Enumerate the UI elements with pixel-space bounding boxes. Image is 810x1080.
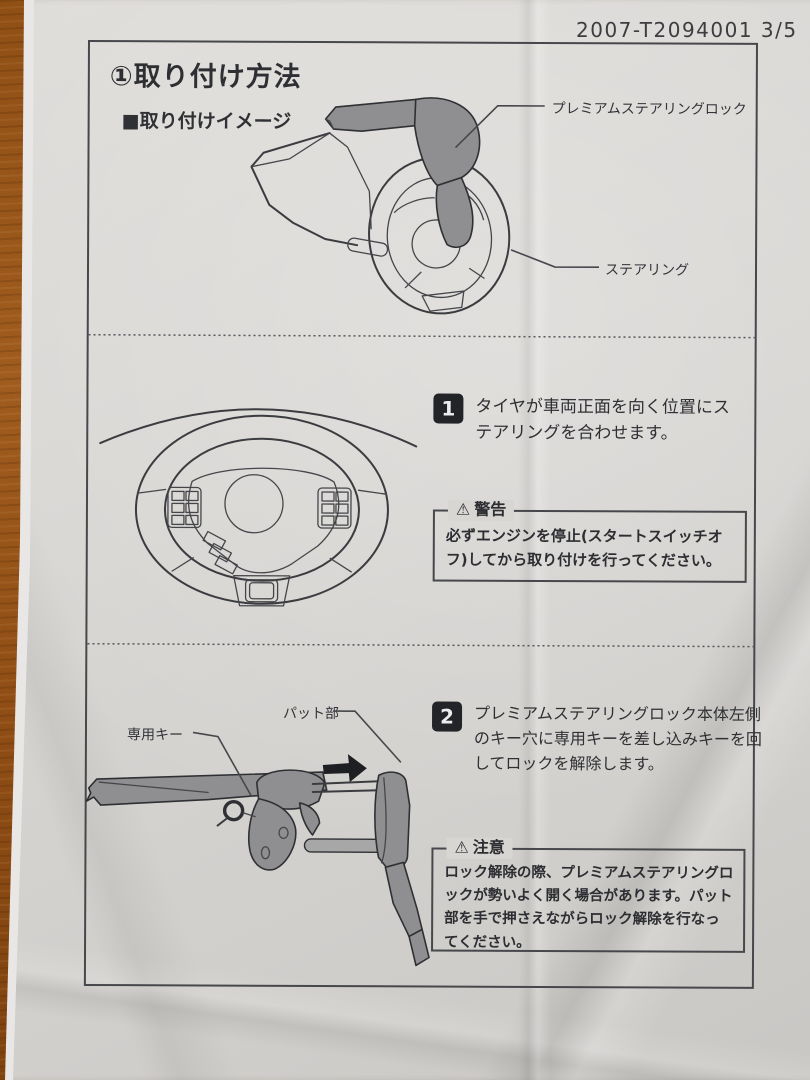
key-callout-label: 専用キー <box>126 727 184 744</box>
content-frame: ①取り付け方法 ■取り付けイメージ <box>83 40 762 989</box>
pad-callout-label: パット部 <box>283 705 340 723</box>
installation-image-drawing <box>250 97 511 315</box>
left-button-pod <box>167 486 202 529</box>
clamp-rail-bottom <box>303 838 388 853</box>
direction-arrow-icon <box>322 754 367 783</box>
pad-part <box>374 771 411 870</box>
warning-box: ⚠警告 必ずエンジンを停止(スタートスイッチオフ)してから取り付けを行ってくださ… <box>432 499 747 583</box>
steering-callout-label: ステアリング <box>604 262 690 279</box>
caution-icon: ⚠ <box>454 837 469 857</box>
warning-box-title: ⚠警告 <box>447 499 515 521</box>
dedicated-key-drawing <box>216 799 256 827</box>
step-1-number-badge: 1 <box>433 393 464 424</box>
dotted-divider-1 <box>88 334 755 339</box>
caution-box-text: ロック解除の際、プレミアムステアリングロックが勢いよく開く場合があります。パット… <box>444 864 734 951</box>
pad-tip <box>408 928 430 967</box>
warning-icon: ⚠ <box>455 499 471 519</box>
lock-side-view-drawing <box>85 754 430 967</box>
step-1-text: タイヤが車両正面を向く位置にステアリングを合わせます。 <box>475 396 730 444</box>
step-2-text: プレミアムステアリングロック本体左側のキー穴に専用キーを差し込みキーを回してロッ… <box>473 703 763 774</box>
lock-body-plate <box>248 797 297 871</box>
document-number: 2007-T2094001 3/5 <box>576 18 798 42</box>
warning-title-text: 警告 <box>474 499 507 519</box>
step-1: 1 タイヤが車両正面を向く位置にステアリングを合わせます。 <box>433 393 737 448</box>
steering-wheel-front-drawing <box>99 408 418 607</box>
step-2-number-badge: 2 <box>431 701 463 732</box>
caution-box: ⚠注意 ロック解除の際、プレミアムステアリングロックが勢いよく開く場合があります… <box>431 837 746 953</box>
lower-left-buttons <box>202 530 239 575</box>
dotted-divider-2 <box>87 643 754 648</box>
lock-trigger <box>298 802 321 836</box>
steering-lock-drawing <box>324 97 481 249</box>
lock-callout-label: プレミアムステアリングロック <box>551 101 747 118</box>
step-2: 2 プレミアムステアリングロック本体左側のキー穴に専用キーを差し込みキーを回して… <box>431 701 763 778</box>
right-button-pod <box>317 487 352 529</box>
bottom-spoke <box>233 574 291 607</box>
dashboard-drawing <box>250 132 389 257</box>
clamp-rail-top <box>311 780 380 793</box>
caution-title-text: 注意 <box>472 837 505 857</box>
caution-box-title: ⚠注意 <box>446 837 513 859</box>
pad-lower-extension <box>384 861 423 938</box>
warning-box-text: 必ずエンジンを停止(スタートスイッチオフ)してから取り付けを行ってください。 <box>445 526 723 570</box>
